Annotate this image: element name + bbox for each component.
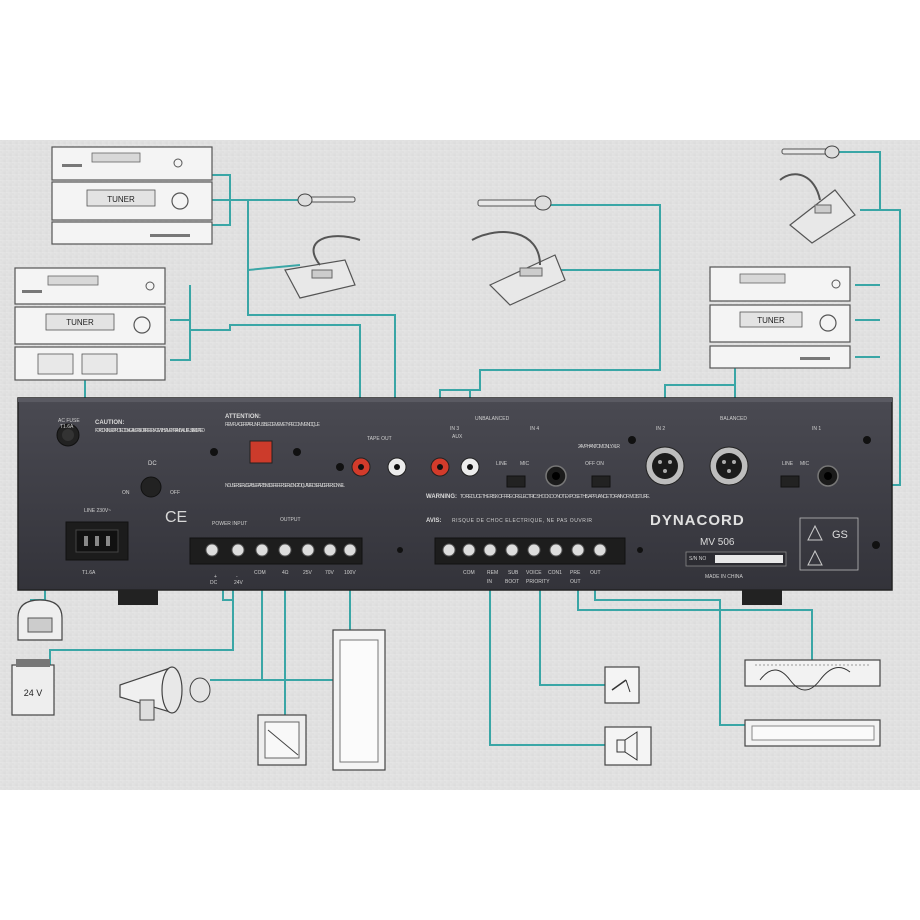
caution-title: CAUTION:	[95, 420, 124, 426]
power-switch[interactable]	[249, 440, 273, 464]
terminal-label-pre-out: OUT	[570, 579, 581, 585]
avis-title: AVIS:	[426, 518, 442, 524]
tuner-label-3: TUNER	[757, 316, 785, 325]
model-label: MV 506	[700, 537, 735, 548]
loudspeaker-symbol	[604, 726, 652, 766]
horn-speaker	[119, 666, 211, 721]
battery-24v: 24 V	[11, 659, 55, 716]
terminal-label-priority: PRIORITY	[526, 579, 550, 585]
terminal-label-25v: 25V	[303, 570, 313, 576]
xlr-in2-jack[interactable]	[645, 446, 685, 486]
aux-label: AUX	[452, 434, 463, 440]
serial-label: S/N NO	[689, 556, 706, 562]
mic-label-2: MIC	[800, 461, 810, 467]
terminal-label-com: COM	[254, 570, 266, 576]
terminal-label-con1: CON1	[548, 570, 562, 576]
handheld-mic-left	[297, 193, 356, 207]
tape-out-label: TAPE OUT	[367, 436, 392, 442]
battery-label: 24 V	[24, 688, 43, 698]
terminal-label-minus: -	[236, 574, 238, 580]
line-mic-switch-2[interactable]	[780, 475, 800, 488]
signal-processor	[744, 719, 881, 747]
ce-mark: CE	[165, 509, 187, 526]
terminal-label-4ohm: 4Ω	[282, 570, 289, 576]
terminal-label-in: IN	[487, 579, 492, 585]
source-stack-top-left: TUNER	[51, 146, 213, 245]
handheld-mic-center	[477, 195, 552, 211]
fuse-holder[interactable]	[56, 423, 80, 447]
ceiling-speaker	[257, 714, 307, 766]
terminal-label-com-r: COM	[463, 570, 475, 576]
dc-label: DC	[148, 461, 157, 467]
desk-mic-right	[779, 173, 856, 244]
terminal-label-sub: SUB	[508, 570, 519, 576]
terminal-label-out: OUT	[590, 570, 601, 576]
terminal-label-100v: 100V	[344, 570, 356, 576]
terminal-label-pre: PRE	[570, 570, 581, 576]
phantom-label: 24V PHANTOM ONLY XLR	[578, 444, 620, 450]
column-speaker	[332, 629, 386, 771]
source-stack-right: TUNER	[709, 266, 851, 369]
made-in-label: MADE IN CHINA	[705, 574, 743, 580]
balanced-label: BALANCED	[720, 416, 747, 422]
equalizer-unit	[744, 659, 881, 691]
terminal-label-voice: VOICE	[526, 570, 542, 576]
ac-fuse-rating: T1.6A	[60, 424, 74, 430]
in3-label: IN 3	[450, 426, 459, 432]
terminal-screws-left	[205, 543, 357, 557]
off-label: OFF	[170, 490, 180, 496]
dc-switch[interactable]	[140, 476, 162, 498]
attention-title: ATTENTION:	[225, 414, 261, 420]
wall-plug	[17, 599, 63, 641]
brand-logo: DYNACORD	[650, 512, 745, 529]
remote-switch	[604, 666, 640, 704]
gs-mark: GS	[832, 529, 848, 541]
tuner-label-1: TUNER	[107, 195, 135, 204]
warning-text: TO REDUCE THE RISK OF FIRE OR ELECTRIC S…	[460, 494, 650, 500]
in1-label: IN 1	[812, 426, 821, 432]
terminal-strip-left[interactable]	[189, 537, 363, 565]
terminal-label-dc: DC	[210, 580, 218, 586]
line-voltage: LINE 230V~	[84, 508, 111, 514]
terminal-label-24v: 24V	[234, 580, 244, 586]
phantom-switch[interactable]	[591, 475, 611, 488]
terminal-label-plus: +	[214, 574, 217, 580]
power-input-label: POWER INPUT	[212, 521, 247, 527]
no-user-text: NO USER SERVICEABLE PARTS INSIDE REFER S…	[225, 483, 345, 489]
xlr-in1-jack[interactable]	[709, 446, 749, 486]
line-label-1: LINE	[496, 461, 508, 467]
output-label: OUTPUT	[280, 517, 301, 523]
terminal-screws-right	[442, 543, 607, 557]
terminal-label-rem: REM	[487, 570, 498, 576]
terminal-label-70v: 70V	[325, 570, 335, 576]
unbalanced-label: UNBALANCED	[475, 416, 510, 422]
fuse-rating-label: T1.6A	[82, 570, 96, 576]
signal-wires	[30, 151, 901, 746]
line-mic-switch-1[interactable]	[506, 475, 526, 488]
phantom-off-on: OFF ON	[585, 461, 604, 467]
line-label-2: LINE	[782, 461, 794, 467]
avis-text: RISQUE DE CHOC ELECTRIQUE, NE PAS OUVRIR	[452, 518, 592, 524]
terminal-label-boot: BOOT	[505, 579, 519, 585]
certification-marks: GS	[799, 517, 859, 571]
mic-label-1: MIC	[520, 461, 530, 467]
amplifier-rear-panel: AC FUSE T1.6A CAUTION: FOR CONTINUED PRO…	[17, 397, 893, 605]
tuner-label-2: TUNER	[66, 318, 94, 327]
caution-text: FOR CONTINUED PROTECTION AGAINST RISK OF…	[95, 428, 205, 434]
on-label: ON	[122, 490, 130, 496]
desk-mic-center	[471, 231, 566, 306]
power-inlet[interactable]	[65, 521, 129, 561]
source-stack-left: TUNER	[14, 267, 166, 381]
warning-title: WARNING:	[426, 494, 457, 500]
in2-label: IN 2	[656, 426, 665, 432]
desk-mic-left	[284, 235, 361, 299]
attention-text: REMPLACER PAR UN FUSIBLE DE MEME TYPE CO…	[225, 422, 321, 428]
ac-fuse-label: AC FUSE	[58, 418, 80, 424]
in4-label: IN 4	[530, 426, 539, 432]
handheld-mic-right	[781, 145, 840, 159]
